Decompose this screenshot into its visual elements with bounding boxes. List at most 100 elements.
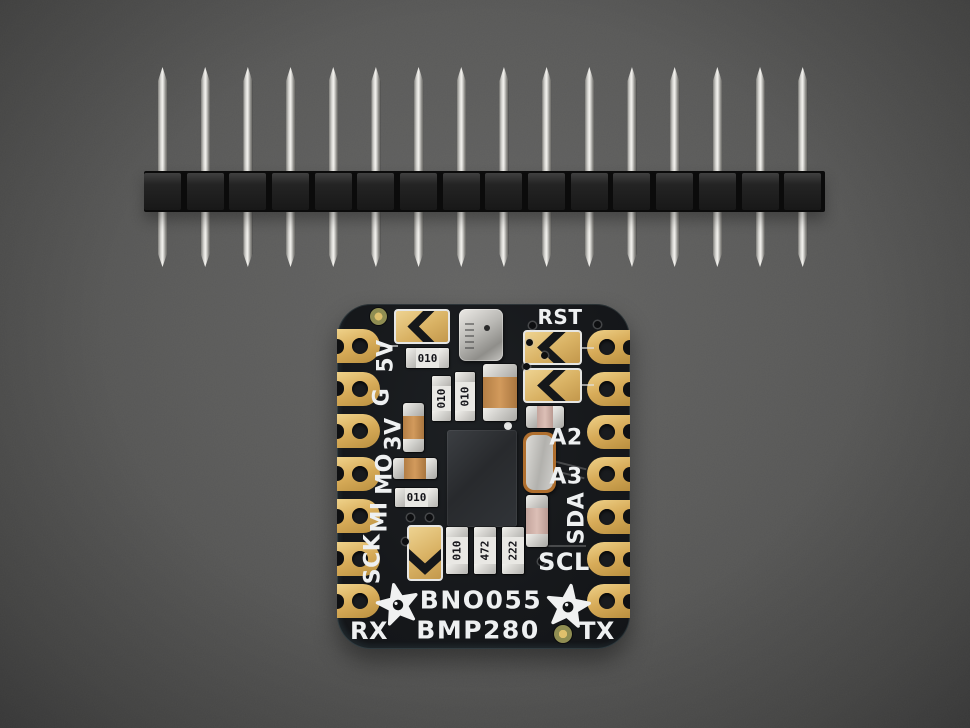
header-pin-lower — [329, 210, 338, 267]
header-pin-lower — [499, 210, 508, 267]
header-pin-upper — [798, 67, 808, 172]
via-dot — [526, 339, 533, 346]
resistor-marking: 010 — [435, 388, 448, 409]
solder-end — [432, 376, 451, 386]
resistor-marking: 010 — [458, 386, 472, 407]
header-plastic-segment — [656, 173, 694, 210]
header-pin-upper — [328, 67, 338, 172]
header-plastic-segment — [314, 173, 352, 210]
solder-end — [446, 564, 468, 574]
header-plastic-bar — [144, 171, 825, 212]
castellated-pad-right — [587, 499, 630, 534]
solder-end — [455, 372, 475, 382]
header-pin-upper — [542, 67, 552, 172]
silk-label-sda: SDA — [564, 491, 590, 545]
header-pin-upper — [456, 67, 466, 172]
pad-through-hole — [599, 593, 615, 610]
solder-jumper-right-2 — [523, 368, 582, 403]
resistor-marking: 010 — [450, 540, 464, 561]
header-pin-lower — [158, 210, 167, 267]
solder-end — [439, 348, 449, 368]
pad-castellation-notch — [337, 508, 344, 524]
solder-jumper-bottom-left — [407, 525, 443, 581]
pad-through-hole — [352, 550, 368, 567]
solder-jumper-right-1 — [523, 330, 582, 365]
header-pin-lower — [371, 210, 380, 267]
pad-through-hole — [599, 551, 615, 567]
via-dot — [529, 322, 536, 329]
capacitor — [393, 458, 437, 479]
header-plastic-segment — [741, 173, 779, 210]
pad-castellation-notch — [623, 551, 630, 567]
pad-through-hole — [599, 381, 615, 398]
castellated-pad-right — [587, 414, 630, 449]
resistor-marking: 222 — [506, 540, 520, 561]
castellated-pad-left — [337, 584, 380, 618]
pad-through-hole — [599, 466, 615, 483]
castellated-pad-left — [337, 371, 380, 406]
header-pin-upper — [158, 67, 167, 172]
silk-label-sck: SCK — [360, 533, 386, 585]
solder-jumper-top-left — [394, 309, 450, 344]
silk-dot — [504, 422, 512, 430]
pad-castellation-notch — [337, 593, 344, 609]
resistor: 010 — [395, 488, 438, 507]
header-pin-lower — [457, 210, 466, 267]
solder-end — [432, 411, 451, 421]
silk-label-mo: MO — [372, 453, 398, 495]
header-pin-lower — [713, 210, 722, 267]
castellated-pad-right — [587, 457, 630, 492]
via-dot — [407, 514, 414, 521]
solder-end — [526, 495, 548, 508]
board-title-bno055: BNO055 — [419, 585, 543, 615]
header-pin-upper — [499, 67, 509, 172]
pad-castellation-notch — [623, 424, 630, 440]
adafruit-flower-logo — [375, 583, 418, 626]
header-pin-upper — [243, 67, 253, 172]
pad-through-hole — [352, 338, 368, 354]
header-pin-lower — [756, 210, 765, 267]
pcb-trace — [582, 384, 594, 386]
castellated-pad-left — [337, 414, 380, 448]
solder-end — [474, 527, 496, 537]
solder-end — [502, 564, 524, 574]
fiducial-dot — [370, 308, 387, 325]
via-dot — [426, 514, 433, 521]
header-plastic-segment — [485, 173, 523, 210]
resistor-marking: 472 — [478, 540, 492, 561]
sensor-vent-hole — [484, 325, 490, 331]
pad-castellation-notch — [623, 509, 630, 525]
castellated-pad-right — [587, 372, 630, 407]
adafruit-flower-logo — [546, 583, 591, 628]
header-pin-upper — [584, 67, 594, 172]
castellated-pad-left — [337, 541, 380, 576]
solder-end — [526, 406, 537, 428]
header-plastic-segment — [570, 173, 608, 210]
header-plastic-segment — [272, 173, 310, 210]
sensor-laser-marking — [465, 321, 474, 349]
header-pin-lower — [243, 210, 252, 267]
header-pin-lower — [542, 210, 551, 267]
pad-castellation-notch — [623, 339, 630, 355]
pad-castellation-notch — [623, 466, 630, 482]
solder-end — [403, 403, 424, 416]
header-plastic-segment — [357, 173, 395, 210]
pad-castellation-notch — [337, 338, 344, 354]
via-dot — [541, 352, 548, 359]
solder-end — [483, 408, 517, 421]
resistor-marking: 010 — [417, 351, 438, 365]
solder-end — [428, 488, 438, 507]
via-dot — [523, 363, 530, 370]
resistor: 472 — [474, 527, 496, 574]
breakout-board-pcb: 010 010 010 010 010 472 222 5V G 3V MO M… — [337, 304, 630, 649]
solder-end — [426, 458, 437, 479]
header-pin-upper — [627, 67, 637, 172]
solder-end — [474, 564, 496, 574]
solder-end — [502, 527, 524, 537]
header-plastic-segment — [528, 173, 566, 210]
header-pin-upper — [286, 67, 296, 172]
header-pin-upper — [371, 67, 381, 172]
resistor-marking: 010 — [406, 491, 427, 504]
silk-label-3v: 3V — [381, 417, 407, 451]
